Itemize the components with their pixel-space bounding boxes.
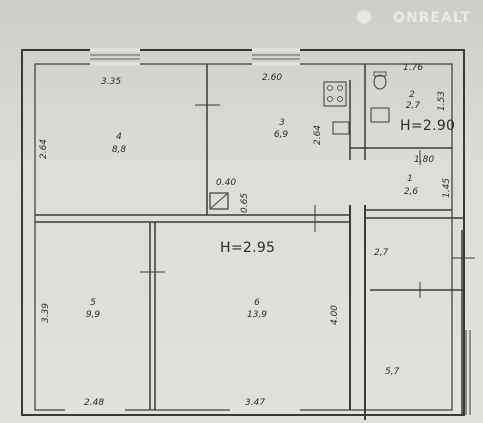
dim-label: 2.64: [313, 124, 324, 146]
dim-label: 1.45: [442, 177, 453, 199]
dim-label: 0.40: [216, 178, 237, 188]
watermark-logo-icon: [357, 10, 371, 24]
watermark: ONREALT: [393, 10, 471, 26]
dim-label: 1.53: [437, 90, 448, 112]
dim-label: 0.65: [240, 192, 251, 214]
dim-label: 1.80: [414, 155, 435, 165]
outer-wall: [21, 49, 465, 416]
room-3-area: 6,9: [273, 130, 289, 140]
hall-area: 2,7: [374, 248, 389, 258]
dim-label: 3.47: [245, 398, 266, 408]
room-3-number: 3: [279, 118, 285, 128]
room-4-number: 4: [116, 132, 122, 142]
room-4-area: 8,8: [111, 145, 127, 155]
dim-label: 2.60: [262, 73, 283, 83]
room-1-area: 2,6: [403, 187, 419, 197]
porch-area: 5,7: [385, 367, 400, 377]
ceiling-height-wet: H=2.90: [400, 118, 456, 134]
room-1-number: 1: [407, 174, 413, 184]
dim-label: 1.76: [403, 63, 424, 73]
ceiling-height-main: H=2.95: [220, 240, 276, 256]
dim-label: 4.00: [330, 304, 341, 326]
dim-label: 2.48: [84, 398, 105, 408]
dim-label: 3.39: [41, 302, 52, 324]
room-6-area: 13,9: [246, 310, 268, 320]
room-6-number: 6: [254, 298, 260, 308]
dim-label: 2.64: [39, 138, 50, 160]
dim-label: 3.35: [101, 77, 122, 87]
room-5-area: 9,9: [85, 310, 101, 320]
room-2-number: 2: [409, 90, 415, 100]
room-5-number: 5: [90, 298, 96, 308]
room-2-area: 2,7: [405, 101, 421, 111]
